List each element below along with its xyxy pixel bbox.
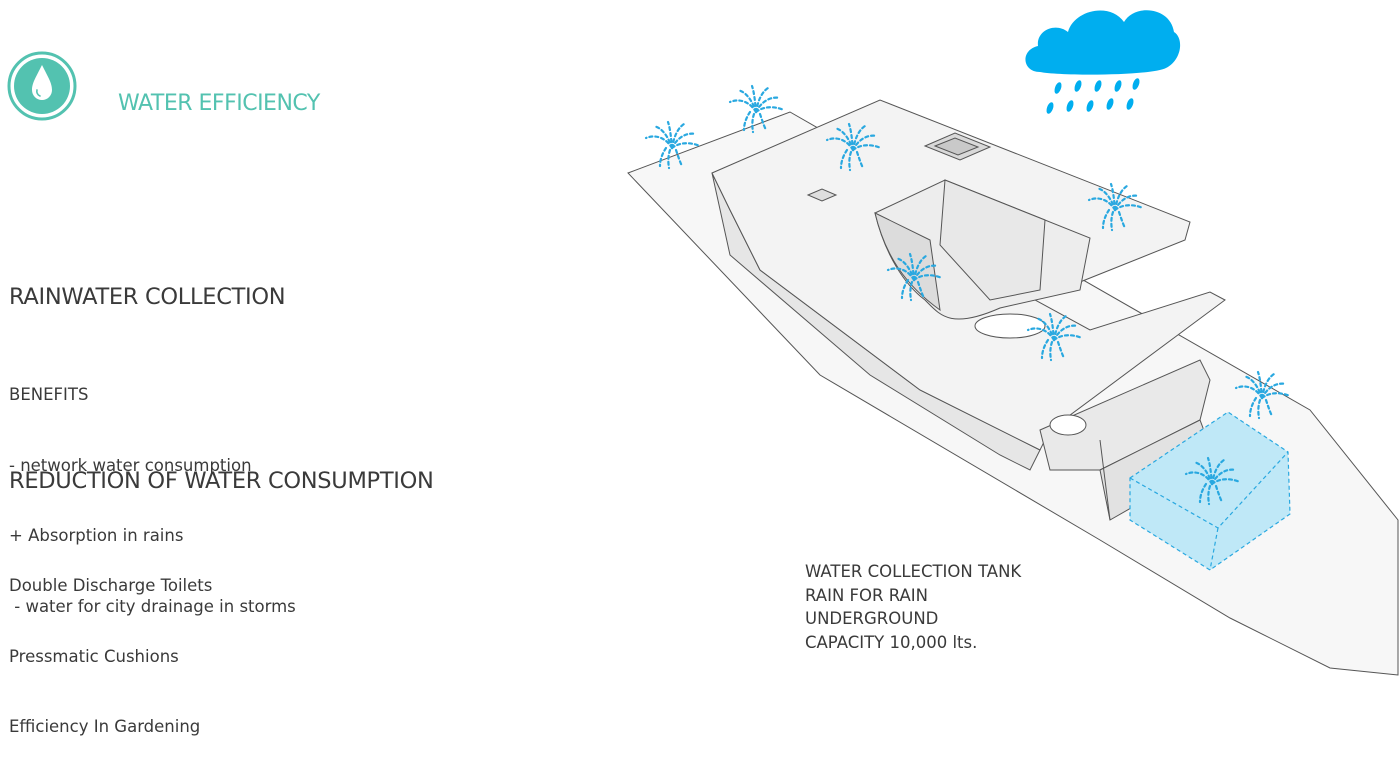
caption-line: RAIN FOR RAIN: [805, 585, 929, 605]
reduction-list: Double Discharge Toilets Pressmatic Cush…: [9, 527, 212, 762]
tank-caption: WATER COLLECTION TANK RAIN FOR RAIN UNDE…: [805, 560, 1021, 654]
house-illustration: [627, 10, 1399, 676]
reduction-heading: REDUCTION OF WATER CONSUMPTION: [9, 468, 434, 494]
rainwater-collection-heading: RAINWATER COLLECTION: [9, 284, 286, 310]
rainwater-benefits: BENEFITS - network water consumption + A…: [9, 336, 296, 642]
benefit-item: - water for city drainage in storms: [9, 596, 296, 616]
caption-line: WATER COLLECTION TANK: [805, 562, 1022, 581]
rain-cloud-icon: [1025, 10, 1181, 114]
reduction-item: Efficiency In Gardening: [9, 717, 201, 736]
page-title: WATER EFFICIENCY: [118, 91, 320, 116]
benefit-item: - network water consumption: [9, 455, 252, 475]
benefit-item: + Absorption in rains: [9, 526, 184, 545]
reduction-item: Pressmatic Cushions: [9, 646, 179, 666]
caption-line: CAPACITY 10,000 lts.: [805, 632, 978, 652]
reduction-item: Double Discharge Toilets: [9, 576, 213, 595]
water-collection-tank: [1129, 411, 1291, 571]
water-drop-icon: [7, 51, 77, 121]
benefits-label: BENEFITS: [9, 385, 89, 404]
caption-line: UNDERGROUND: [805, 609, 939, 628]
